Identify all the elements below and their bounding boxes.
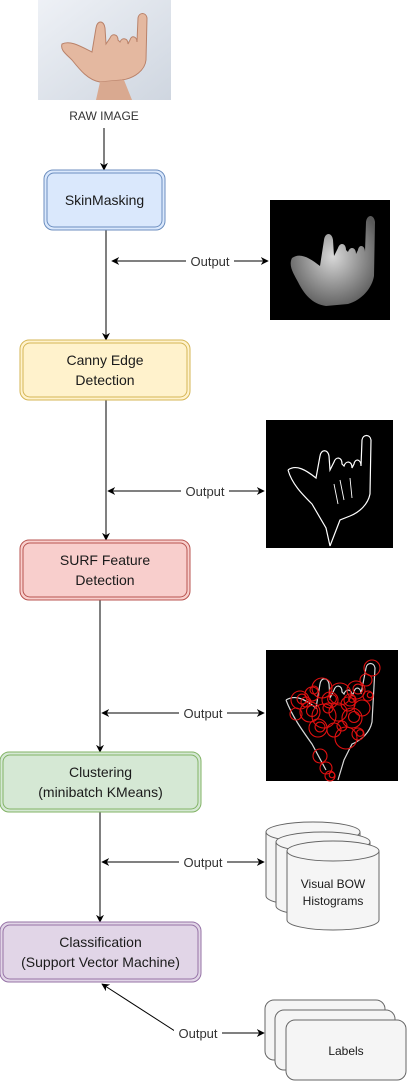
output-label-classify: Output: [174, 1025, 222, 1041]
step-label-line1: Clustering: [69, 764, 132, 780]
keypoint-circle: [326, 722, 342, 738]
keypoint-circle: [347, 710, 361, 724]
svg-text:Output: Output: [178, 1026, 217, 1041]
labels-text: Labels: [328, 1044, 363, 1058]
step-label-line2: Detection: [75, 572, 134, 588]
step-label-line1: SURF Feature: [60, 552, 150, 568]
keypoint-circle: [363, 659, 381, 677]
step-canny-edge[interactable]: Canny Edge Detection: [19, 339, 191, 401]
step-label-line2: Detection: [75, 372, 134, 388]
keypoint-circle: [327, 694, 337, 704]
keypoint-circle: [289, 707, 303, 721]
step-label: SkinMasking: [65, 192, 144, 208]
output-label-canny: Output: [181, 483, 229, 499]
keypoint-circle: [322, 702, 334, 714]
keypoint-circle: [300, 696, 312, 708]
output-label-cluster: Output: [179, 854, 227, 870]
flow-arrows: [96, 128, 110, 923]
svg-text:Output: Output: [183, 855, 222, 870]
surf-keypoints-image: [266, 650, 398, 782]
keypoint-circle: [328, 702, 348, 722]
bow-label-line1: Visual BOW: [301, 877, 366, 891]
keypoint-circle: [343, 693, 357, 707]
keypoint-circle: [328, 771, 336, 779]
step-classification[interactable]: Classification (Support Vector Machine): [0, 921, 202, 983]
keypoint-circle: [334, 726, 358, 750]
bow-label-line2: Histograms: [303, 894, 364, 908]
document-stack: Labels: [264, 999, 407, 1081]
svg-text:Output: Output: [185, 484, 224, 499]
keypoint-circle: [341, 707, 363, 729]
keypoint-circle: [299, 701, 321, 723]
keypoint-circle: [352, 683, 364, 695]
keypoint-circle: [356, 729, 364, 737]
cylinder-stack: Visual BOW Histograms: [265, 821, 380, 931]
step-label-line2: (Support Vector Machine): [21, 954, 180, 970]
keypoint-circle: [314, 721, 326, 733]
edge-image: [266, 420, 393, 548]
output-label-surf: Output: [179, 705, 227, 721]
raw-hand-photo: [38, 0, 171, 100]
keypoint-circle: [353, 699, 371, 717]
step-skinmasking[interactable]: SkinMasking: [43, 169, 166, 231]
step-clustering[interactable]: Clustering (minibatch KMeans): [0, 751, 202, 813]
keypoint-circle: [309, 685, 319, 695]
keypoint-circle: [311, 703, 337, 729]
keypoint-circle: [366, 691, 374, 699]
keypoint-circle: [348, 695, 356, 703]
keypoint-circle: [351, 727, 365, 741]
step-label-line1: Canny Edge: [66, 352, 143, 368]
keypoint-circle: [359, 673, 373, 687]
svg-text:Output: Output: [183, 706, 222, 721]
svg-text:Output: Output: [190, 254, 229, 269]
step-surf-feature[interactable]: SURF Feature Detection: [19, 539, 191, 601]
output-label-skin: Output: [186, 253, 234, 269]
raw-image-label: RAW IMAGE: [69, 109, 139, 123]
step-label-line2: (minibatch KMeans): [38, 784, 163, 800]
keypoint-circle: [312, 748, 328, 764]
keypoint-circle: [336, 720, 348, 732]
step-label-line1: Classification: [59, 934, 141, 950]
keypoint-circles: [289, 659, 381, 782]
masked-hand-image: [270, 200, 390, 320]
